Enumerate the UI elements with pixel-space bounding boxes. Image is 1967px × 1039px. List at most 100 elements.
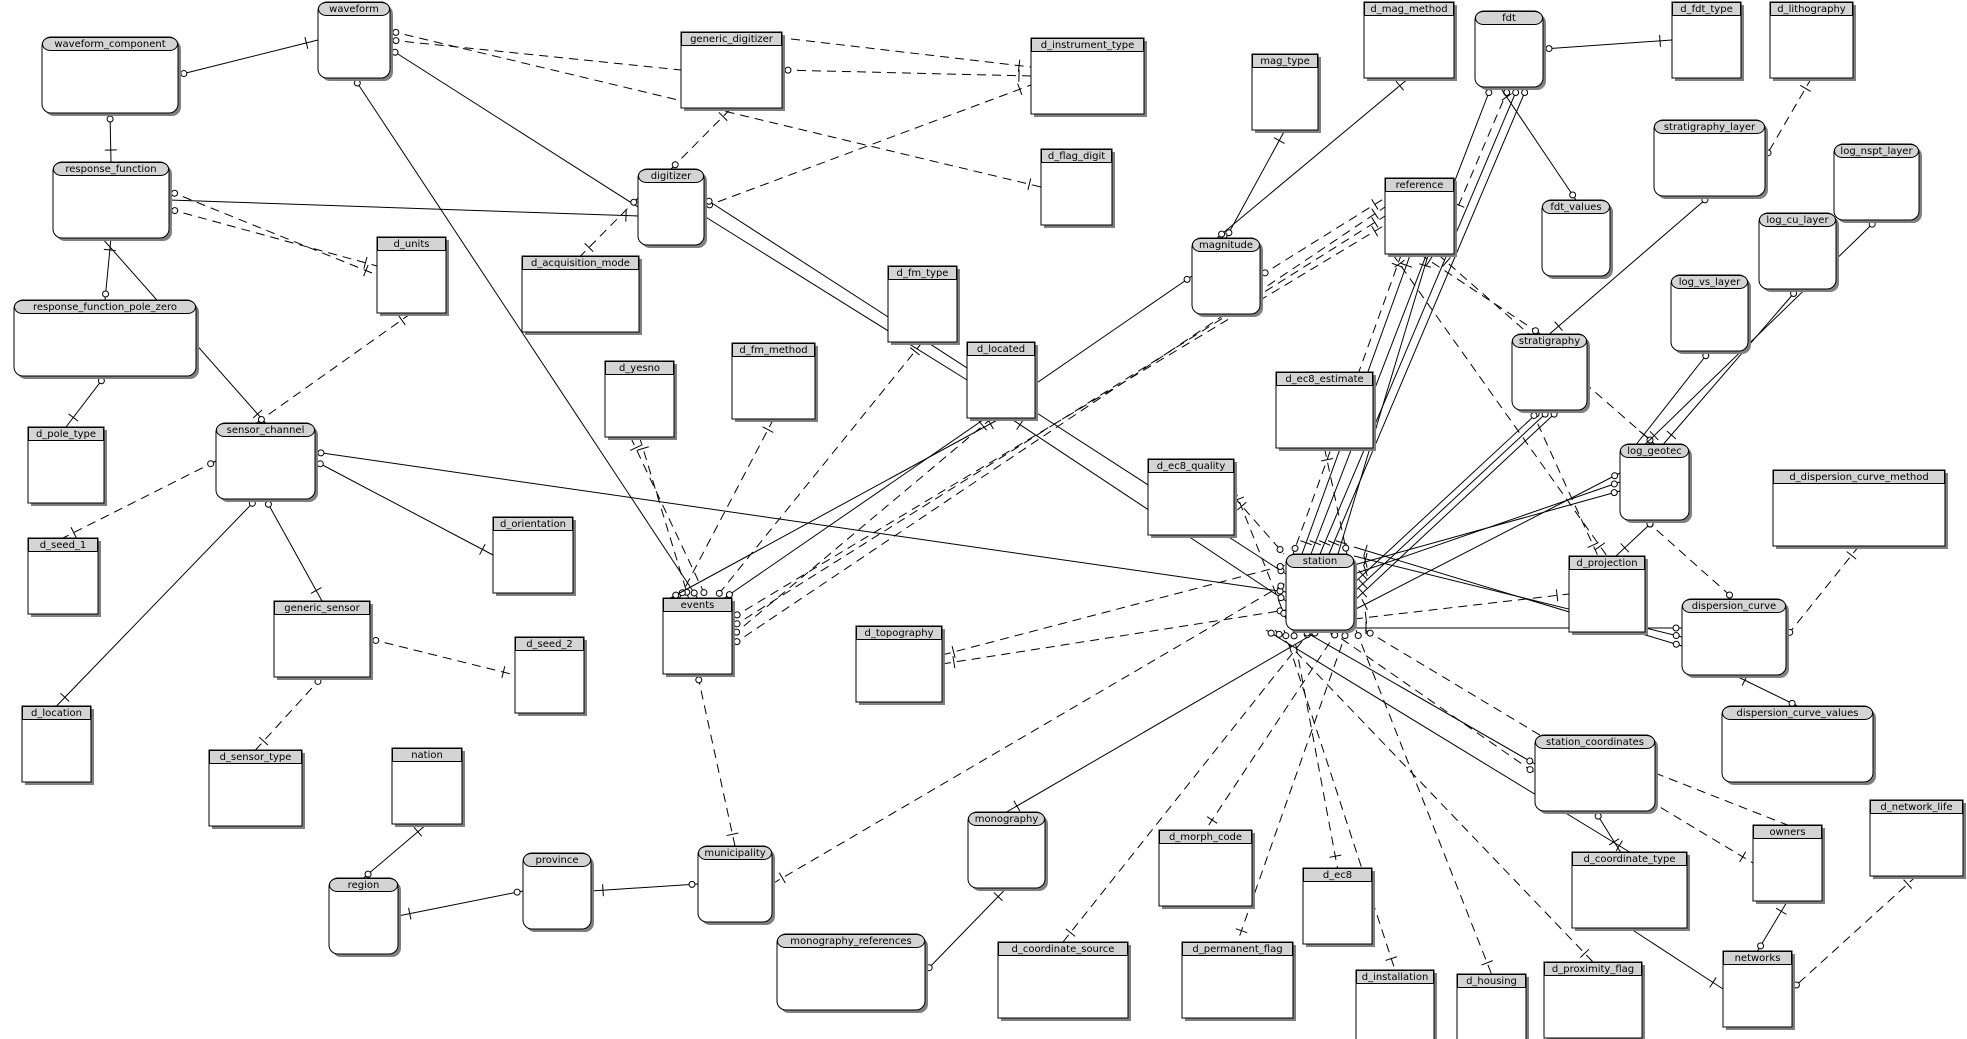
entity-response_function_pole_zero[interactable]: response_function_pole_zero <box>13 299 199 379</box>
relationship-station-d_ec8[interactable] <box>1290 629 1342 869</box>
entity-fdt_values[interactable]: fdt_values <box>1541 199 1613 279</box>
entity-region[interactable]: region <box>328 877 401 957</box>
relationship-province-municipality[interactable] <box>590 880 699 897</box>
entity-stratigraphy[interactable]: stratigraphy <box>1511 333 1590 413</box>
relationship-station-station_coordinates[interactable] <box>1328 629 1536 774</box>
entity-generic_digitizer[interactable]: generic_digitizer <box>680 31 785 111</box>
relationship-generic_digitizer-d_instrument_type[interactable] <box>781 66 1032 82</box>
relationship-events-reference[interactable] <box>731 215 1386 628</box>
relationship-fdt-station[interactable] <box>1309 86 1493 555</box>
relationship-sensor_channel-d_units[interactable] <box>256 312 412 424</box>
relationship-d_ec8_estimate-station[interactable] <box>1321 447 1350 555</box>
relationship-d_fm_method-events[interactable] <box>678 418 774 599</box>
relationship-events-reference[interactable] <box>731 206 1386 646</box>
entity-d_fm_type[interactable]: d_fm_type <box>887 265 960 345</box>
entity-log_vs_layer[interactable]: log_vs_layer <box>1670 274 1751 354</box>
relationship-waveform-events[interactable] <box>353 77 698 599</box>
entity-d_fm_method[interactable]: d_fm_method <box>731 342 818 422</box>
relationship-sensor_channel-station[interactable] <box>314 449 1287 595</box>
relationship-stratigraphy-station[interactable] <box>1353 409 1559 602</box>
relationship-station_coordinates-owners[interactable] <box>1654 772 1788 826</box>
relationship-d_ec8_quality-station[interactable] <box>1233 496 1285 555</box>
relationship-response_function-digitizer[interactable] <box>168 199 639 222</box>
entity-generic_sensor[interactable]: generic_sensor <box>273 600 373 680</box>
relationship-waveform_component-waveform[interactable] <box>177 36 319 78</box>
relationship-station-d_proximity_flag[interactable] <box>1274 629 1594 963</box>
entity-d_location[interactable]: d_location <box>21 705 94 785</box>
relationship-stratigraphy-station[interactable] <box>1353 409 1550 593</box>
entity-d_projection[interactable]: d_projection <box>1568 555 1648 635</box>
relationship-d_lithography-stratigraphy_layer[interactable] <box>1764 77 1812 159</box>
entity-d_topography[interactable]: d_topography <box>855 625 945 705</box>
relationship-magnitude-reference[interactable] <box>1259 197 1386 277</box>
relationship-response_function_pole_zero-d_pole_type[interactable] <box>65 375 106 428</box>
entity-d_coordinate_type[interactable]: d_coordinate_type <box>1571 851 1690 931</box>
relationship-region-nation[interactable] <box>363 823 428 879</box>
relationship-stratigraphy-d_projection[interactable] <box>1530 409 1599 557</box>
entity-sensor_channel[interactable]: sensor_channel <box>215 422 318 502</box>
relationship-sensor_channel-d_seed_1[interactable] <box>62 460 217 539</box>
relationship-fdt-d_fdt_type[interactable] <box>1542 34 1673 53</box>
relationship-station-d_morph_code[interactable] <box>1205 629 1339 831</box>
entity-owners[interactable]: owners <box>1752 824 1825 904</box>
relationship-monography_references-monography[interactable] <box>924 887 1007 973</box>
relationship-d_located-events[interactable] <box>670 417 1002 599</box>
entity-d_ec8_estimate[interactable]: d_ec8_estimate <box>1275 371 1376 451</box>
entity-d_coordinate_source[interactable]: d_coordinate_source <box>997 941 1131 1021</box>
entity-monography_references[interactable]: monography_references <box>776 933 928 1013</box>
relationship-digitizer-d_acquisition_mode[interactable] <box>580 197 639 257</box>
entity-d_pole_type[interactable]: d_pole_type <box>27 426 107 506</box>
entity-d_dispersion_curve_method[interactable]: d_dispersion_curve_method <box>1772 469 1948 549</box>
relationship-log_geotec-dispersion_curve[interactable] <box>1645 519 1735 600</box>
relationship-fdt-station[interactable] <box>1327 86 1529 555</box>
entity-events[interactable]: events <box>662 597 735 677</box>
relationship-station_coordinates-d_coordinate_type[interactable] <box>1594 810 1621 853</box>
entity-d_lithography[interactable]: d_lithography <box>1769 1 1856 81</box>
relationship-response_function-response_function_pole_zero[interactable] <box>102 237 116 301</box>
relationship-municipality-events[interactable] <box>695 673 739 847</box>
entity-d_seed_2[interactable]: d_seed_2 <box>514 636 587 716</box>
relationship-d_fm_type-events[interactable] <box>715 341 923 599</box>
entity-log_nspt_layer[interactable]: log_nspt_layer <box>1833 143 1922 223</box>
relationship-digitizer-generic_digitizer[interactable] <box>670 107 732 170</box>
entity-station[interactable]: station <box>1285 553 1357 633</box>
relationship-reference-d_projection[interactable] <box>1392 253 1608 557</box>
entity-mag_type[interactable]: mag_type <box>1251 53 1321 133</box>
relationship-station-d_coordinate_type[interactable] <box>1265 629 1630 853</box>
relationship-d_topography-station[interactable] <box>941 563 1287 658</box>
entity-d_acquisition_mode[interactable]: d_acquisition_mode <box>521 255 642 335</box>
entity-dispersion_curve[interactable]: dispersion_curve <box>1681 598 1789 678</box>
relationship-waveform-digitizer[interactable] <box>389 48 639 208</box>
relationship-generic_sensor-d_sensor_type[interactable] <box>255 676 323 751</box>
entity-d_flag_digit[interactable]: d_flag_digit <box>1040 148 1115 228</box>
entity-log_geotec[interactable]: log_geotec <box>1619 443 1692 523</box>
relationship-sensor_channel-generic_sensor[interactable] <box>264 498 323 602</box>
relationship-response_function-waveform_component[interactable] <box>104 112 117 163</box>
entity-d_mag_method[interactable]: d_mag_method <box>1363 1 1457 81</box>
entity-d_seed_1[interactable]: d_seed_1 <box>27 537 101 617</box>
entity-fdt[interactable]: fdt <box>1474 10 1546 90</box>
entity-d_fdt_type[interactable]: d_fdt_type <box>1671 1 1744 81</box>
relationship-digitizer-d_located[interactable] <box>703 215 968 381</box>
entity-networks[interactable]: networks <box>1722 950 1795 1030</box>
relationship-response_function-d_units[interactable] <box>168 207 378 269</box>
entity-reference[interactable]: reference <box>1384 177 1457 257</box>
relationship-station-d_installation[interactable] <box>1282 629 1398 971</box>
entity-dispersion_curve_values[interactable]: dispersion_curve_values <box>1721 705 1876 785</box>
entity-d_instrument_type[interactable]: d_instrument_type <box>1030 37 1147 117</box>
relationship-station-d_housing[interactable] <box>1354 629 1493 975</box>
relationship-region-province[interactable] <box>397 888 524 920</box>
relationship-d_dispersion_curve_method-dispersion_curve[interactable] <box>1785 545 1860 638</box>
entity-waveform[interactable]: waveform <box>317 1 393 81</box>
relationship-municipality-station[interactable] <box>771 582 1287 885</box>
relationship-fdt-station[interactable] <box>1318 86 1520 555</box>
relationship-fdt-fdt_values[interactable] <box>1499 86 1577 201</box>
entity-d_proximity_flag[interactable]: d_proximity_flag <box>1543 961 1645 1039</box>
relationship-fdt-reference[interactable] <box>1452 86 1511 217</box>
entity-d_ec8[interactable]: d_ec8 <box>1302 867 1375 947</box>
entity-municipality[interactable]: municipality <box>697 845 775 925</box>
relationship-events-reference[interactable] <box>731 224 1386 619</box>
relationship-waveform-generic_digitizer[interactable] <box>389 37 682 71</box>
relationship-log_geotec-station[interactable] <box>1353 472 1621 611</box>
relationship-owners-networks[interactable] <box>1757 900 1788 952</box>
